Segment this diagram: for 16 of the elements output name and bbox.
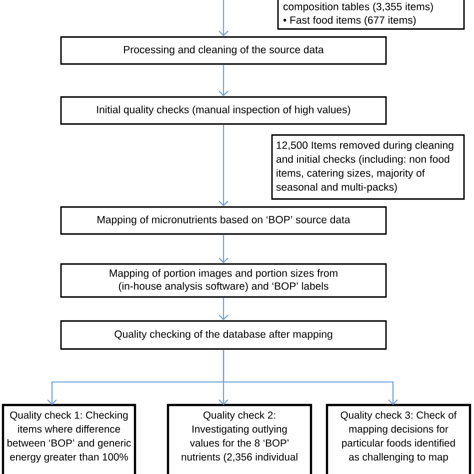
process-box: Initial quality checks (manual inspection of high values): [60, 96, 387, 125]
arrow: [218, 64, 228, 96]
arrow: [218, 234, 228, 264]
process-box: Processing and cleaning of the source data: [60, 36, 387, 65]
arrow: [218, 298, 228, 320]
process-box: Quality check 3: Check of mapping decisions for particular foods identified as challenging to map: [326, 404, 472, 474]
process-box: Quality check 2: Investigating outlying values for the 8 ‘BOP’ nutrients (2,356 individual: [166, 404, 312, 474]
process-box: Mapping of portion images and portion sizes from (in-house analysis software) and ‘BOP’ labels: [60, 263, 387, 298]
arrow: [222, 350, 398, 405]
note-box: composition tables (3,355 items) • Fast food items (677 items): [277, 0, 465, 30]
process-box: Mapping of micronutrients based on ‘BOP’ source data: [60, 206, 387, 235]
arrow: [218, 124, 228, 206]
process-box: Quality check 1: Checking items where difference between ‘BOP’ and generic energy greater than 100%: [2, 404, 136, 474]
process-box: Quality checking of the database after mapping: [60, 320, 387, 350]
arrow: [218, 0, 228, 36]
note-box: 12,500 Items removed during cleaning and initial checks (including: non food items, catering sizes, majority of seasonal and multi-packs): [271, 134, 465, 200]
